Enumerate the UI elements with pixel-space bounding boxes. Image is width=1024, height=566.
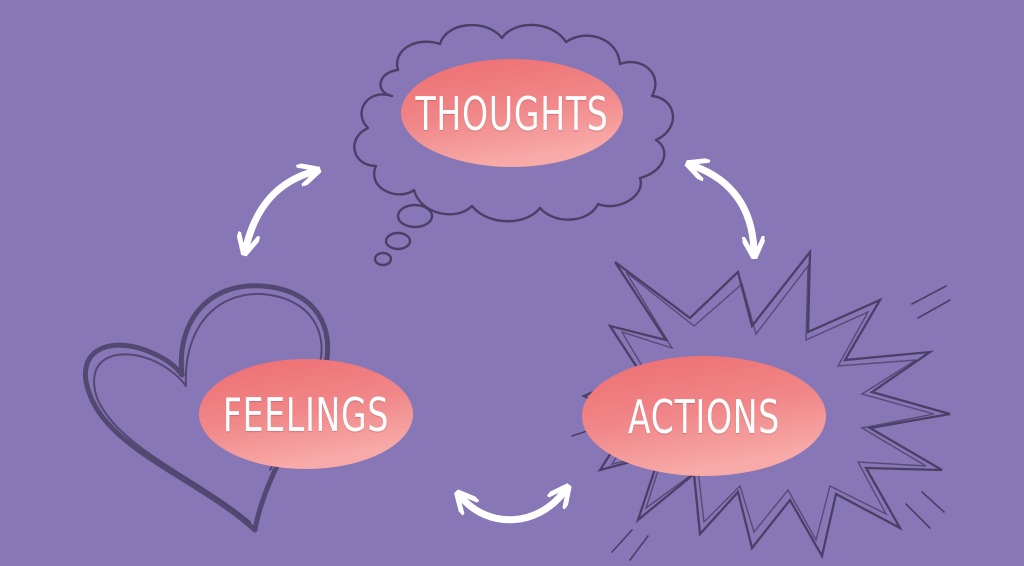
- double-arrow-icon: [694, 166, 754, 250]
- double-arrow-icon: [462, 492, 564, 524]
- thoughts-ellipse: [401, 59, 623, 167]
- double-arrow-icon: [246, 172, 312, 247]
- actions-ellipse: [582, 356, 826, 476]
- thought-cloud-icon: [353, 23, 674, 267]
- feelings-ellipse: [199, 359, 413, 469]
